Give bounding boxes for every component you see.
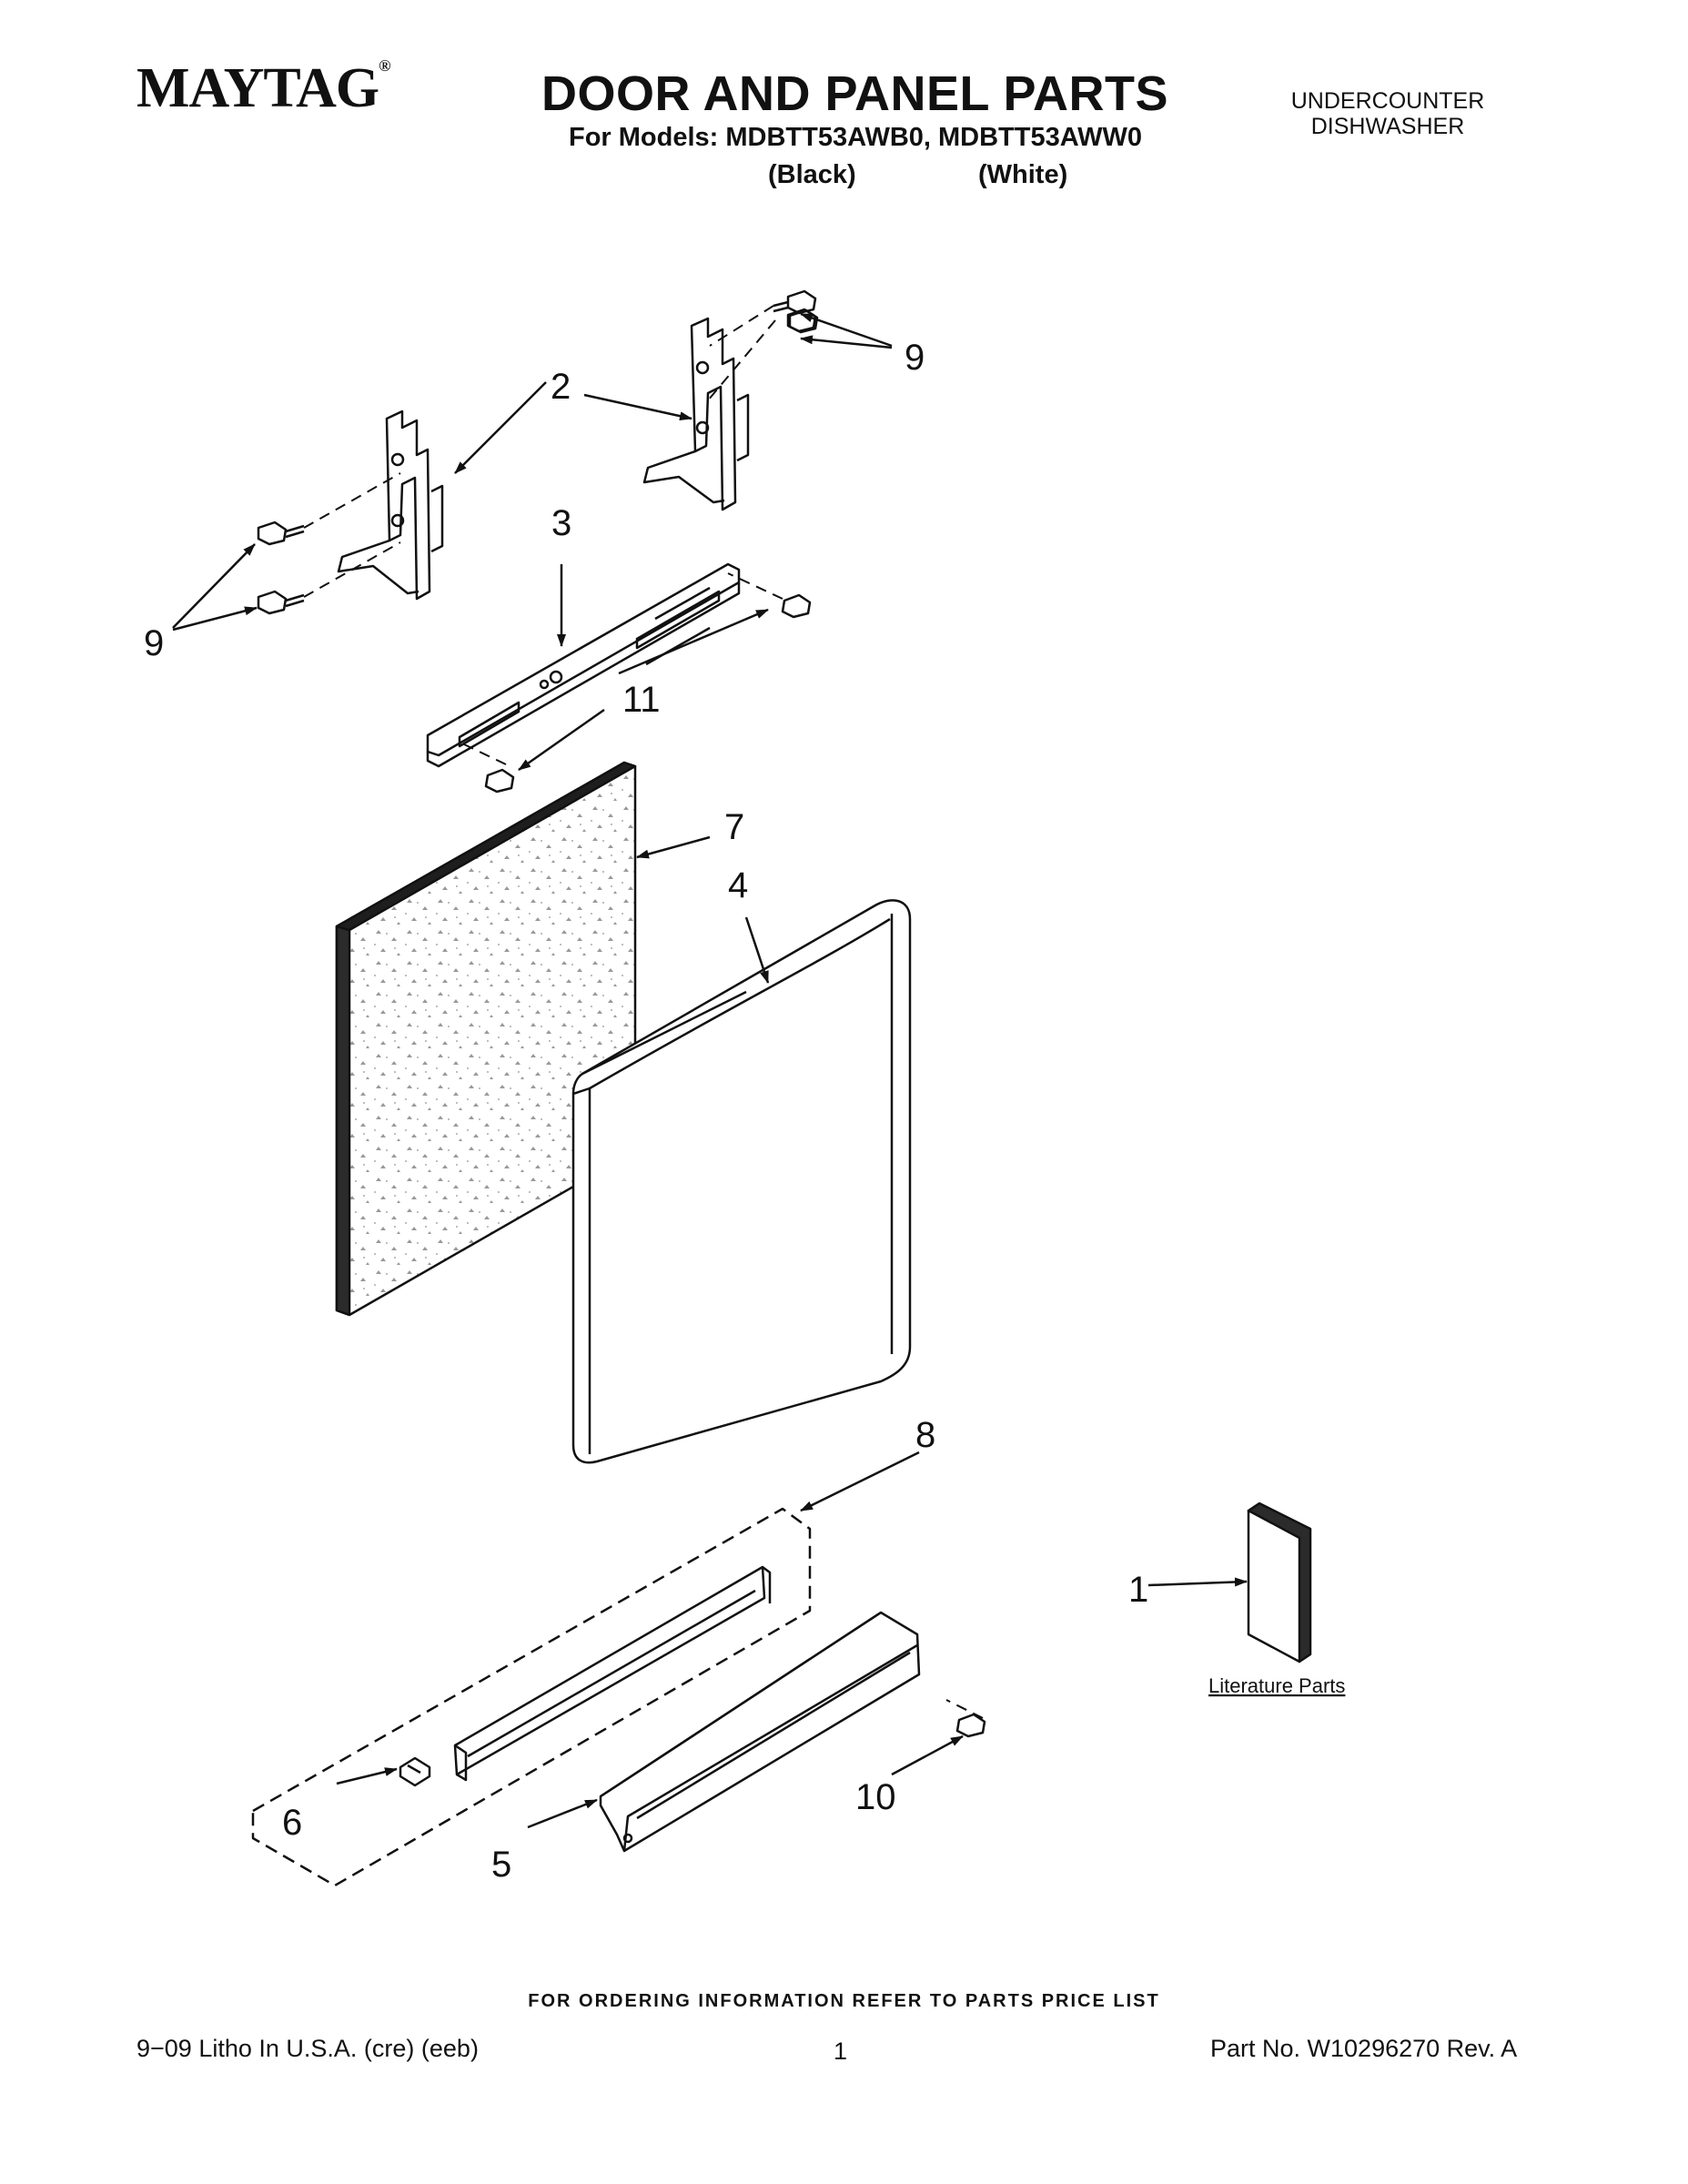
literature-parts-label: Literature Parts	[1208, 1674, 1345, 1697]
door-bracket-left	[337, 410, 444, 601]
door-bracket-right	[642, 317, 750, 511]
model-numbers: For Models: MDBTT53AWB0, MDBTT53AWW0	[569, 123, 1142, 152]
litho-info: 9−09 Litho In U.S.A. (cre) (eeb)	[136, 2035, 479, 2062]
color-white-label: (White)	[978, 160, 1068, 189]
callout-3: 3	[551, 503, 571, 543]
screw-9-left-top	[257, 521, 305, 546]
insulation-pad	[335, 761, 637, 1317]
callout-7: 7	[724, 807, 744, 847]
ordering-note: FOR ORDERING INFORMATION REFER TO PARTS …	[528, 1991, 1160, 2011]
screw-11-right	[781, 593, 812, 619]
kickplate-strip	[453, 1565, 772, 1782]
literature-book	[1247, 1502, 1312, 1663]
screw-9-left-bottom	[257, 590, 305, 615]
brand-name: MAYTAG	[136, 57, 379, 119]
screw-9-right-bottom	[786, 308, 817, 333]
kit-outline	[251, 1507, 812, 1887]
callout-10: 10	[855, 1777, 896, 1817]
door-panel	[571, 899, 912, 1464]
callout-8: 8	[915, 1415, 935, 1455]
page-number: 1	[834, 2037, 848, 2065]
exploded-parts-diagram: 2 9 9 3 11 7 4 8 1 6 5 10 Literature Par…	[144, 289, 1345, 1887]
brand-logo: MAYTAG®	[136, 56, 391, 121]
door-strip-bracket	[426, 562, 741, 768]
product-type-line1: UNDERCOUNTER	[1290, 88, 1485, 114]
toe-panel	[599, 1611, 921, 1853]
callout-4: 4	[728, 865, 748, 905]
callout-2: 2	[551, 367, 571, 407]
screw-10	[955, 1713, 986, 1738]
clip	[399, 1756, 431, 1787]
callout-9-right: 9	[905, 338, 925, 378]
part-number: Part No. W10296270 Rev. A	[1210, 2035, 1518, 2062]
callout-9-left: 9	[144, 623, 164, 663]
callout-1: 1	[1128, 1570, 1148, 1610]
callout-6: 6	[282, 1803, 302, 1843]
screw-11-left	[484, 768, 515, 794]
registered-mark: ®	[379, 56, 390, 75]
product-type-line2: DISHWASHER	[1310, 114, 1465, 139]
page-title: DOOR AND PANEL PARTS	[541, 66, 1169, 121]
callout-11: 11	[622, 680, 661, 720]
callout-5: 5	[491, 1845, 511, 1885]
product-type: UNDERCOUNTER DISHWASHER	[1269, 88, 1506, 139]
screw-9-right-lower	[788, 308, 819, 334]
screw-9-right-top	[773, 289, 817, 315]
color-black-label: (Black)	[768, 160, 856, 189]
